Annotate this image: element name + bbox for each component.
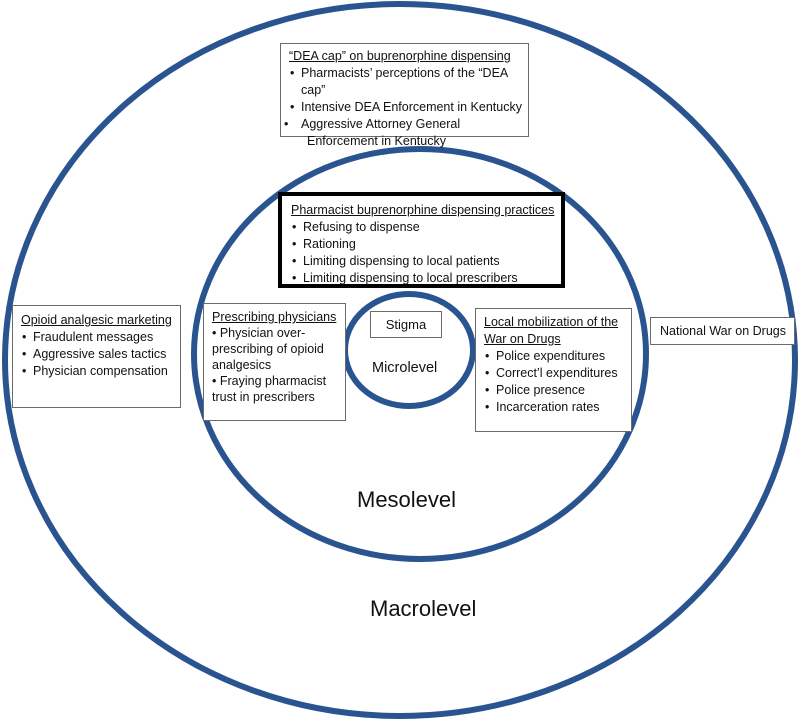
opioid-marketing-item: Aggressive sales tactics	[21, 346, 180, 363]
opioid-marketing-box: Opioid analgesic marketing Fraudulent me…	[12, 305, 181, 408]
dea-cap-item: Pharmacists’ perceptions of the “DEA cap…	[289, 65, 528, 99]
opioid-marketing-title: Opioid analgesic marketing	[21, 313, 172, 327]
prescribing-physicians-box: Prescribing physicians • Physician over-…	[203, 303, 346, 421]
pharmacist-dispensing-box: Pharmacist buprenorphine dispensing prac…	[278, 192, 565, 288]
pharmacist-dispensing-item: Limiting dispensing to local prescribers	[291, 270, 561, 287]
local-war-on-drugs-box: Local mobilization of the War on Drugs P…	[475, 308, 632, 432]
dea-cap-item: Intensive DEA Enforcement in Kentucky	[289, 99, 528, 116]
prescribing-physicians-item: • Fraying pharmacist trust in prescriber…	[212, 374, 327, 404]
local-war-on-drugs-item: Incarceration rates	[484, 399, 631, 416]
local-war-on-drugs-item: Correct’l expenditures	[484, 365, 631, 382]
macrolevel-label: Macrolevel	[370, 596, 477, 621]
stigma-label: Stigma	[385, 317, 427, 332]
dea-cap-item: Aggressive Attorney General Enforcement …	[289, 116, 529, 150]
microlevel-label: Microlevel	[372, 360, 438, 376]
pharmacist-dispensing-item: Rationing	[291, 236, 561, 253]
national-war-on-drugs-label: National War on Drugs	[660, 324, 786, 338]
local-war-on-drugs-item: Police presence	[484, 382, 631, 399]
dea-cap-title: “DEA cap” on buprenorphine dispensing	[289, 49, 511, 63]
pharmacist-dispensing-title: Pharmacist buprenorphine dispensing prac…	[291, 203, 555, 217]
local-war-on-drugs-title: Local mobilization of the War on Drugs	[484, 315, 619, 346]
dea-cap-box: “DEA cap” on buprenorphine dispensing Ph…	[280, 43, 529, 148]
stigma-box: Stigma	[370, 311, 442, 338]
opioid-marketing-item: Physician compensation	[21, 363, 180, 380]
mesolevel-label: Mesolevel	[357, 487, 457, 512]
pharmacist-dispensing-item: Refusing to dispense	[291, 219, 561, 236]
local-war-on-drugs-item: Police expenditures	[484, 348, 631, 365]
national-war-on-drugs-box: National War on Drugs	[650, 317, 795, 345]
opioid-marketing-item: Fraudulent messages	[21, 329, 180, 346]
pharmacist-dispensing-item: Limiting dispensing to local patients	[291, 253, 561, 270]
prescribing-physicians-title: Prescribing physicians	[212, 310, 337, 324]
prescribing-physicians-item: • Physician over-prescribing of opioid a…	[212, 326, 324, 372]
